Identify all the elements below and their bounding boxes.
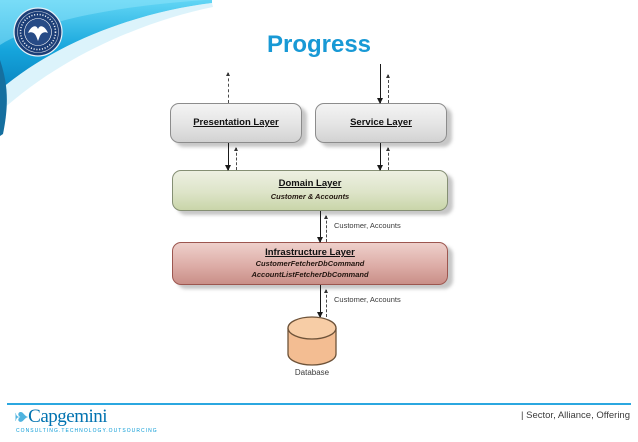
capgemini-logo: ♠ Capgemini CONSULTING.TECHNOLOGY.OUTSOU… (10, 406, 158, 434)
arrow-dashed-up-database-to-infrastructure (324, 289, 328, 317)
footer-accent-line (7, 403, 631, 405)
infrastructure-item-2: AccountListFetcherDbCommand (251, 270, 369, 279)
flow-label-domain-infrastructure: Customer, Accounts (334, 221, 401, 230)
arrow-solid-down-into-service (377, 64, 383, 104)
capgemini-spade-icon: ♠ (10, 411, 34, 423)
swoosh-highlight (0, 0, 205, 45)
slide-title: Progress (266, 31, 372, 58)
arrow-solid-down-service-to-domain (377, 143, 383, 171)
arrow-solid-down-infrastructure-to-database (317, 285, 323, 318)
university-seal-icon (13, 7, 63, 57)
header-swoosh-decoration (0, 0, 213, 136)
capgemini-tagline: CONSULTING.TECHNOLOGY.OUTSOURCING (16, 428, 158, 434)
database-cylinder-icon (287, 316, 337, 366)
infrastructure-layer-title: Infrastructure Layer (265, 247, 355, 258)
arrow-dashed-up-infrastructure-to-domain (324, 215, 328, 242)
swoosh-left-sliver (0, 60, 7, 136)
domain-layer-box: Domain Layer Customer & Accounts (172, 170, 448, 211)
arrow-dashed-up-above-service (386, 74, 390, 103)
flow-label-infrastructure-database: Customer, Accounts (334, 295, 401, 304)
arrow-dashed-up-domain-to-service (386, 147, 390, 170)
presentation-layer-box: Presentation Layer (170, 103, 302, 143)
footer-right-text: | Sector, Alliance, Offering (521, 410, 630, 421)
arrow-solid-down-domain-to-infrastructure (317, 211, 323, 243)
arrow-dashed-up-domain-to-presentation (234, 147, 238, 170)
arrow-dashed-up-above-presentation (226, 72, 230, 103)
infrastructure-item-1: CustomerFetcherDbCommand (255, 259, 365, 268)
database-label: Database (294, 368, 330, 377)
presentation-layer-title: Presentation Layer (193, 117, 279, 128)
domain-layer-subtitle: Customer & Accounts (270, 192, 350, 201)
domain-layer-title: Domain Layer (278, 178, 342, 189)
arrow-solid-down-presentation-to-domain (225, 143, 231, 171)
service-layer-title: Service Layer (350, 117, 412, 128)
eagle-icon (28, 26, 48, 41)
infrastructure-layer-box: Infrastructure Layer CustomerFetcherDbCo… (172, 242, 448, 285)
capgemini-wordmark: Capgemini (28, 406, 108, 427)
service-layer-box: Service Layer (315, 103, 447, 143)
